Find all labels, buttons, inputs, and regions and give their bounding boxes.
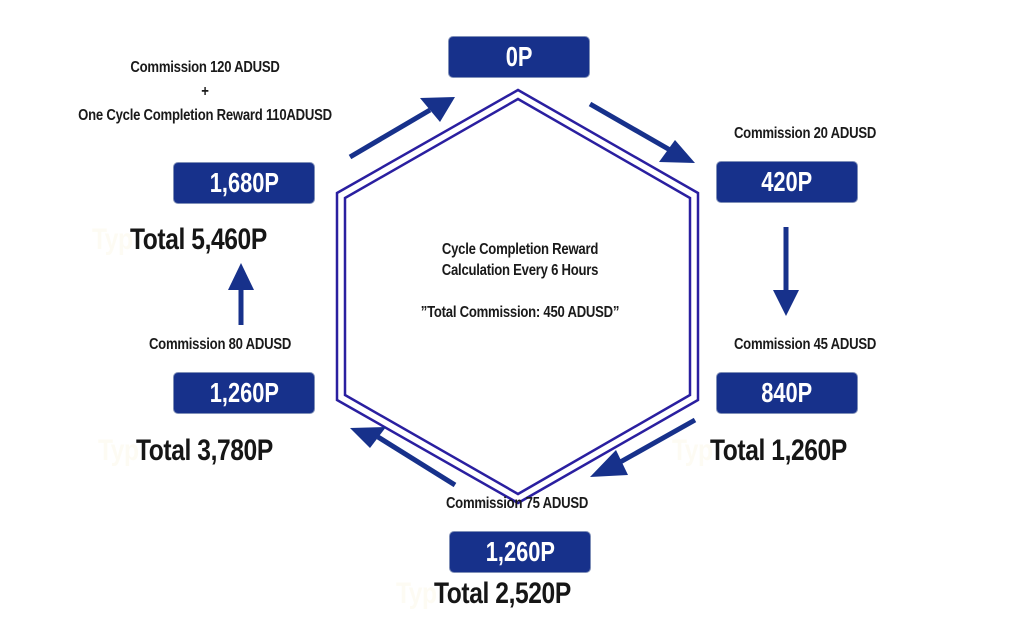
plus-sign: + bbox=[201, 83, 209, 100]
points-value: 1,680P bbox=[209, 167, 279, 198]
points-box-left-bottom: 1,260P bbox=[173, 372, 315, 414]
points-box-bottom: 1,260P bbox=[449, 531, 591, 573]
ghost-text: Typ bbox=[92, 223, 133, 256]
commission-label-bottom: Commission 75 ADUSD bbox=[445, 495, 589, 512]
ghost-text: Typ bbox=[98, 434, 139, 467]
commission-label-left-top-2: One Cycle Completion Reward 110ADUSD bbox=[78, 107, 332, 124]
points-value: 1,260P bbox=[485, 536, 555, 567]
points-box-left-top: 1,680P bbox=[173, 162, 315, 204]
points-box-right-bottom: 840P bbox=[716, 372, 858, 414]
center-total-commission: ”Total Commission: 450 ADUSD” bbox=[420, 304, 620, 321]
arrow-down-icon bbox=[773, 227, 799, 316]
total-right-bottom: Typ Total 1,260P bbox=[672, 434, 912, 468]
points-value: 0P bbox=[505, 41, 533, 72]
arrow-up-left-icon bbox=[350, 427, 457, 488]
total-value: Total 3,780P bbox=[135, 434, 273, 467]
points-box-top: 0P bbox=[448, 36, 590, 78]
total-value: Total 5,460P bbox=[129, 223, 267, 256]
total-value: Total 1,260P bbox=[709, 434, 847, 467]
points-box-right-top: 420P bbox=[716, 161, 858, 203]
total-left-top: Typ Total 5,460P bbox=[92, 223, 322, 257]
center-title-line2: Calculation Every 6 Hours bbox=[441, 262, 599, 279]
arrow-down-left-icon bbox=[590, 417, 697, 477]
commission-label-left-top-1: Commission 120 ADUSD bbox=[130, 59, 280, 76]
arrow-up-right-icon bbox=[348, 97, 455, 160]
points-value: 840P bbox=[761, 377, 813, 408]
hexagon-inner bbox=[343, 97, 692, 496]
points-value: 1,260P bbox=[209, 377, 279, 408]
ghost-text: Typ bbox=[672, 434, 713, 467]
total-left-bottom: Typ Total 3,780P bbox=[98, 434, 328, 468]
points-value: 420P bbox=[761, 166, 813, 197]
hexagon-outer bbox=[335, 88, 700, 505]
center-title-line1: Cycle Completion Reward bbox=[441, 241, 599, 258]
commission-label-right-bottom: Commission 45 ADUSD bbox=[733, 336, 877, 353]
ghost-text: Typ bbox=[396, 577, 437, 610]
arrow-down-right-icon bbox=[588, 101, 695, 163]
arrow-up-icon bbox=[228, 263, 254, 325]
total-bottom: Typ Total 2,520P bbox=[396, 577, 636, 611]
commission-label-right-top: Commission 20 ADUSD bbox=[733, 125, 877, 142]
total-value: Total 2,520P bbox=[433, 577, 571, 610]
commission-label-left-bottom: Commission 80 ADUSD bbox=[148, 336, 292, 353]
